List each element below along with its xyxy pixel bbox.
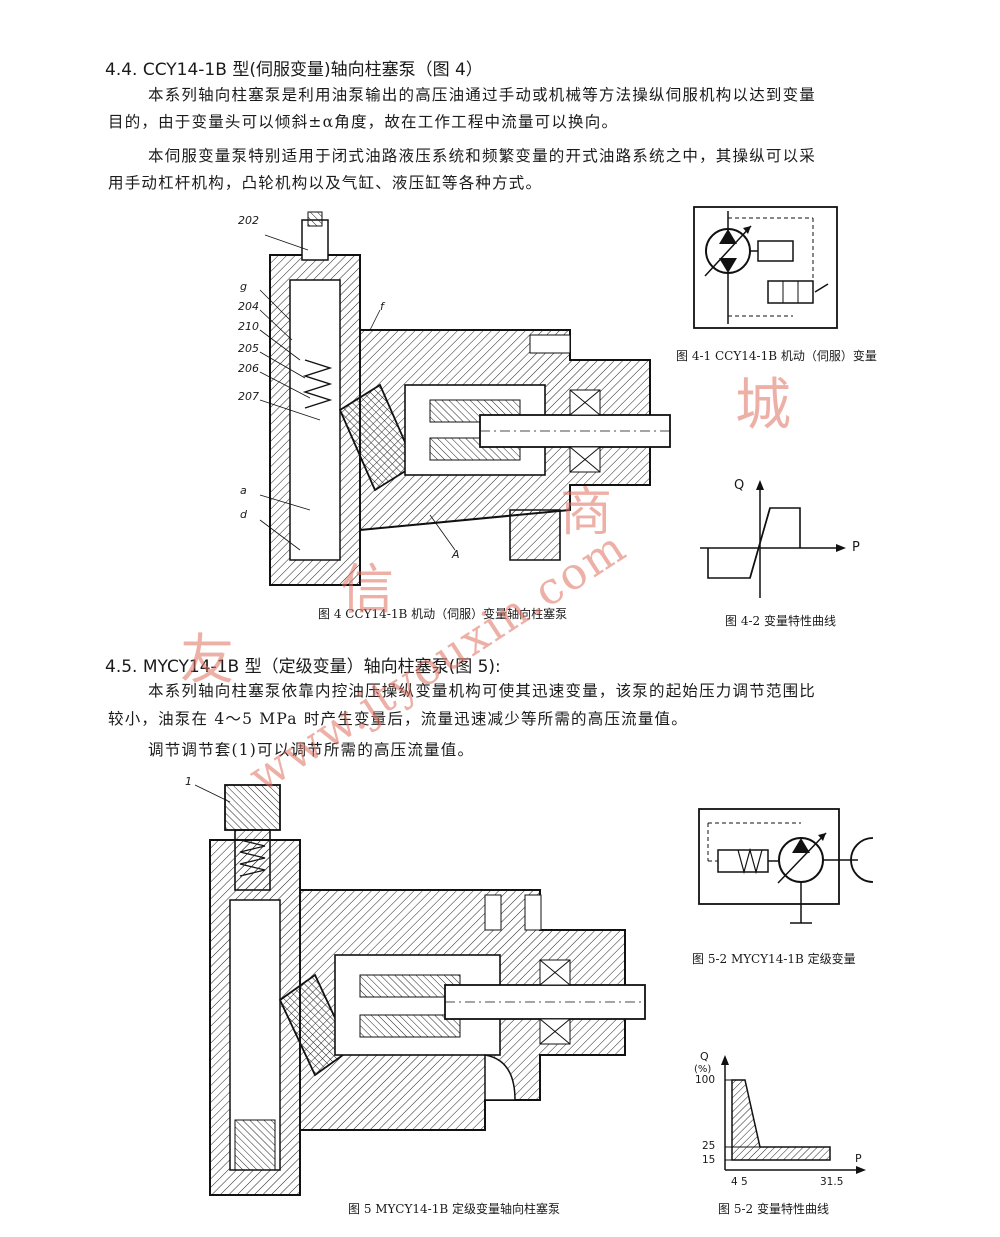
section2-para1-line1: 本系列轴向柱塞泵依靠内控油压操纵变量机构可使其迅速变量，该泵的起始压力调节范围比 xyxy=(148,682,817,700)
section1-para1-line2: 目的，由于变量头可以倾斜±α角度，故在工作工程中流量可以换向。 xyxy=(108,113,619,131)
fig4-label-g: g xyxy=(240,280,247,293)
fig4-label-204: 204 xyxy=(238,300,259,313)
fig5-2-hydraulic-symbol xyxy=(698,808,874,924)
fig4-2-p-axis-label: P xyxy=(852,540,860,555)
fig4-label-206: 206 xyxy=(238,362,259,375)
fig5-2-caption-curve: 图 5-2 变量特性曲线 xyxy=(718,1202,829,1216)
section1-para2-line2: 用手动杠杆机构，凸轮机构以及气缸、液压缸等各种方式。 xyxy=(108,174,543,192)
watermark-char-2: 信 xyxy=(340,558,394,621)
section2-para2-line1: 调节调节套(1)可以调节所需的高压流量值。 xyxy=(148,741,475,759)
fig4-label-a: a xyxy=(240,484,247,497)
section-heading-4-5: 4.5. MYCY14-1B 型（定级变量）轴向柱塞泵(图 5): xyxy=(105,657,501,677)
watermark-char-4: 城 xyxy=(735,373,791,438)
section1-para2-line1: 本伺服变量泵特别适用于闭式油路液压系统和频繁变量的开式油路系统之中，其操纵可以采 xyxy=(148,147,817,165)
fig4-2-characteristic-curve xyxy=(700,480,846,598)
fig4-label-f: f xyxy=(380,300,384,313)
fig5-2-y-tick-15: 15 xyxy=(702,1154,716,1166)
fig5-pump-cross-section xyxy=(194,784,646,1196)
fig5-2-characteristic-curve xyxy=(721,1055,866,1174)
section2-para1-line2: 较小，油泵在 4～5 MPa 时产生变量后，流量迅速减少等所需的高压流量值。 xyxy=(108,710,688,728)
fig4-label-207: 207 xyxy=(238,390,259,403)
watermark-char-1: 友 xyxy=(180,628,234,691)
fig4-label-210: 210 xyxy=(238,320,259,333)
section-heading-4-4: 4.4. CCY14-1B 型(伺服变量)轴向柱塞泵（图 4） xyxy=(105,60,483,80)
fig5-2-y-unit: (%) xyxy=(694,1064,712,1075)
fig4-1-caption: 图 4-1 CCY14-1B 机动（伺服）变量 xyxy=(676,349,877,363)
section1-para1-line1: 本系列轴向柱塞泵是利用油泵输出的高压油通过手动或机械等方法操纵伺服机构以达到变量 xyxy=(148,86,817,104)
fig5-2-caption-symbol: 图 5-2 MYCY14-1B 定级变量 xyxy=(692,952,856,966)
fig5-caption: 图 5 MYCY14-1B 定级变量轴向柱塞泵 xyxy=(348,1202,560,1216)
fig4-label-A: A xyxy=(452,548,460,561)
fig4-2-caption: 图 4-2 变量特性曲线 xyxy=(725,614,836,628)
fig5-2-y-title: Q xyxy=(700,1050,709,1063)
watermark-char-3: 商 xyxy=(560,483,613,543)
fig5-2-x-tick-31-5: 31.5 xyxy=(820,1176,844,1188)
fig5-2-y-tick-100: 100 xyxy=(695,1074,716,1086)
fig4-pump-cross-section xyxy=(259,211,671,586)
fig4-label-202: 202 xyxy=(238,214,259,227)
fig4-2-q-axis-label: Q xyxy=(734,478,745,493)
fig5-label-1: 1 xyxy=(185,775,192,788)
fig4-label-d: d xyxy=(240,508,247,521)
fig4-1-hydraulic-symbol xyxy=(693,206,838,329)
fig4-label-205: 205 xyxy=(238,342,259,355)
fig5-2-x-tick-45: 4 5 xyxy=(731,1176,748,1188)
fig5-2-y-tick-25: 25 xyxy=(702,1140,716,1152)
fig4-caption: 图 4 CCY14-1B 机动（伺服）变量轴向柱塞泵 xyxy=(318,607,568,621)
fig5-2-x-title: P xyxy=(855,1152,862,1165)
